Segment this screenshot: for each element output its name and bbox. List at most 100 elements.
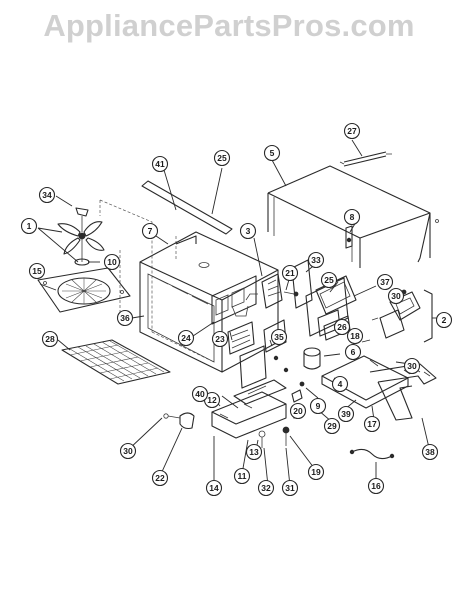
svg-text:24: 24: [181, 333, 191, 343]
callout-27: 27: [343, 122, 361, 140]
callout-34: 34: [38, 186, 56, 204]
fan-assembly: [57, 207, 105, 266]
svg-text:3: 3: [246, 226, 251, 236]
callout-36: 36: [116, 309, 134, 327]
svg-text:39: 39: [341, 409, 351, 419]
svg-text:4: 4: [338, 379, 343, 389]
callout-24: 24: [177, 329, 195, 347]
top-strip: [141, 180, 233, 235]
callout-26: 26: [333, 318, 351, 336]
svg-text:25: 25: [324, 275, 334, 285]
transformer: [371, 289, 433, 343]
callout-30-left: 30: [119, 442, 137, 460]
svg-text:25: 25: [217, 153, 227, 163]
lower-frame: [211, 379, 303, 448]
callout-30-right: 30: [403, 357, 421, 375]
svg-text:18: 18: [350, 331, 360, 341]
svg-text:15: 15: [32, 266, 42, 276]
callout-30-top: 30: [387, 287, 405, 305]
svg-text:30: 30: [391, 291, 401, 301]
callout-31: 31: [281, 479, 299, 497]
callout-5: 5: [263, 144, 281, 162]
svg-text:23: 23: [215, 334, 225, 344]
callout-4: 4: [331, 375, 349, 393]
misc-screws: [345, 225, 353, 249]
svg-text:20: 20: [293, 406, 303, 416]
svg-text:16: 16: [371, 481, 381, 491]
callout-25-top: 25: [213, 149, 231, 167]
callout-18: 18: [346, 327, 364, 345]
callout-19: 19: [307, 463, 325, 481]
callout-13: 13: [245, 443, 263, 461]
svg-text:26: 26: [337, 322, 347, 332]
callout-9: 9: [309, 397, 327, 415]
callout-11: 11: [233, 467, 251, 485]
svg-text:32: 32: [261, 483, 271, 493]
callout-1: 1: [20, 217, 38, 235]
callout-38: 38: [421, 443, 439, 461]
leader-lines: [37, 139, 438, 487]
fan-shroud: [37, 267, 131, 313]
svg-text:31: 31: [285, 483, 295, 493]
svg-text:19: 19: [311, 467, 321, 477]
callout-40: 40: [191, 385, 209, 403]
svg-text:8: 8: [350, 212, 355, 222]
callout-2: 2: [435, 311, 453, 329]
chassis-dashed-outline: [99, 199, 215, 363]
svg-text:9: 9: [316, 401, 321, 411]
thermal-wire: [349, 448, 395, 460]
svg-text:40: 40: [195, 389, 205, 399]
svg-text:34: 34: [42, 190, 52, 200]
callout-41: 41: [151, 155, 169, 173]
callout-35: 35: [270, 328, 288, 346]
small-parts: [163, 381, 305, 430]
callout-14: 14: [205, 479, 223, 497]
svg-text:1: 1: [27, 221, 32, 231]
svg-text:37: 37: [380, 277, 390, 287]
callout-22: 22: [151, 469, 169, 487]
callout-15: 15: [28, 262, 46, 280]
svg-text:7: 7: [148, 226, 153, 236]
watermark-text: AppliancePartsPros.com: [43, 8, 415, 43]
svg-text:33: 33: [311, 255, 321, 265]
callout-32: 32: [257, 479, 275, 497]
callout-21: 21: [281, 264, 299, 282]
callout-8: 8: [343, 208, 361, 226]
callout-20: 20: [289, 402, 307, 420]
callout-33: 33: [307, 251, 325, 269]
callout-23: 23: [211, 330, 229, 348]
svg-text:17: 17: [367, 419, 377, 429]
svg-text:41: 41: [155, 159, 165, 169]
svg-text:22: 22: [155, 473, 165, 483]
svg-text:14: 14: [209, 483, 219, 493]
svg-text:10: 10: [107, 257, 117, 267]
svg-text:12: 12: [207, 395, 217, 405]
svg-text:21: 21: [285, 268, 295, 278]
svg-text:35: 35: [274, 332, 284, 342]
svg-text:13: 13: [249, 447, 259, 457]
callout-37: 37: [376, 273, 394, 291]
callout-29: 29: [323, 417, 341, 435]
door-gasket: [369, 363, 437, 421]
svg-text:27: 27: [347, 126, 357, 136]
callout-17: 17: [363, 415, 381, 433]
callout-39: 39: [337, 405, 355, 423]
svg-text:30: 30: [123, 446, 133, 456]
callout-10: 10: [103, 253, 121, 271]
callout-3: 3: [239, 222, 257, 240]
svg-text:30: 30: [407, 361, 417, 371]
bottom-grille: [61, 339, 171, 385]
callout-6: 6: [344, 343, 362, 361]
callout-28: 28: [41, 330, 59, 348]
svg-text:36: 36: [120, 313, 130, 323]
heater-element: [339, 151, 392, 167]
svg-text:11: 11: [238, 471, 247, 481]
svg-text:6: 6: [351, 347, 356, 357]
control-components: [211, 259, 313, 389]
svg-text:2: 2: [442, 315, 447, 325]
callout-25-right: 25: [320, 271, 338, 289]
svg-text:29: 29: [327, 421, 337, 431]
callout-16: 16: [367, 477, 385, 495]
svg-text:28: 28: [45, 334, 55, 344]
